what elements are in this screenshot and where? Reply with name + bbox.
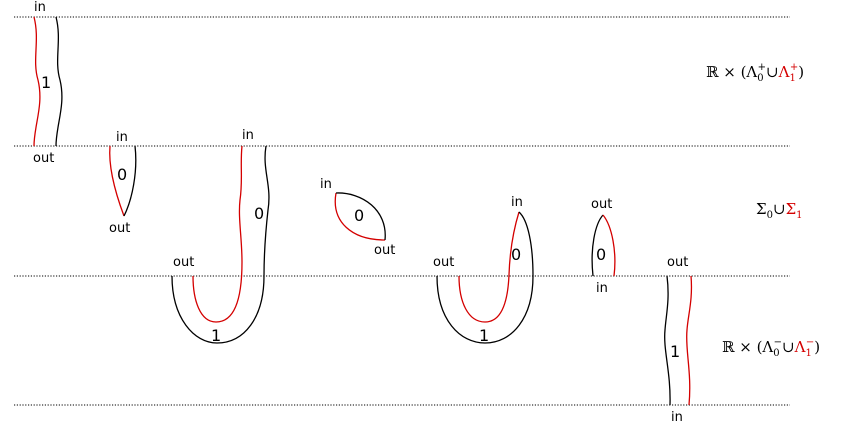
half-disk-b-in-label: in	[320, 177, 332, 192]
strip-bottom-in-label: in	[671, 410, 683, 425]
cup-long-black-edge	[171, 145, 270, 344]
half-disk-c-red-edge	[602, 214, 616, 277]
half-disk-b-index: 0	[354, 206, 364, 225]
top-level-label: ℝ × (Λ0+∪Λ1+)	[706, 62, 804, 84]
cup-long-index-lower: 1	[211, 326, 221, 345]
cup-short-in-label: in	[511, 195, 523, 210]
half-disk-b-red-edge	[334, 192, 386, 241]
strip-bottom-out-label: out	[667, 255, 688, 270]
half-disk-a-out-label: out	[109, 221, 130, 236]
cup-long: in 0 out 1	[171, 128, 270, 345]
half-disk-b-black-edge	[335, 192, 386, 241]
strip-top-out-label: out	[33, 151, 54, 166]
strip-bottom-black-edge	[664, 275, 671, 406]
half-disk-c-out-label: out	[591, 197, 612, 212]
middle-level-label: Σ0∪Σ1	[756, 200, 803, 221]
half-disk-c: out 0 in	[591, 197, 616, 296]
half-disk-c-black-edge	[591, 214, 604, 277]
cup-short-index-upper: 0	[511, 245, 521, 264]
bottom-level-label: ℝ × (Λ0−∪Λ1−)	[722, 337, 820, 359]
half-disk-b-out-label: out	[374, 243, 395, 258]
strip-top-red-edge	[33, 16, 41, 147]
half-disk-c-index: 0	[596, 245, 606, 264]
half-disk-a: in 0 out	[109, 130, 137, 236]
half-disk-a-index: 0	[117, 165, 127, 184]
strip-bottom: out 1 in	[664, 255, 693, 425]
cup-long-out-label: out	[173, 255, 194, 270]
cup-short-red-edge	[458, 211, 520, 323]
cup-long-red-edge	[192, 145, 243, 323]
cup-short: in 0 out 1	[433, 195, 534, 345]
cup-short-black-edge	[436, 211, 534, 344]
strip-top-black-edge	[55, 16, 63, 147]
half-disk-a-in-label: in	[116, 130, 128, 145]
strip-bottom-red-edge	[685, 275, 693, 406]
strip-top-in-label: in	[34, 0, 46, 15]
cup-short-index-lower: 1	[479, 326, 489, 345]
strip-top-index: 1	[41, 73, 51, 92]
half-disk-a-red-edge	[109, 145, 125, 217]
half-disk-c-in-label: in	[596, 281, 608, 296]
cup-short-out-label: out	[433, 255, 454, 270]
half-disk-b: in 0 out	[320, 177, 395, 258]
strip-bottom-index: 1	[670, 342, 680, 361]
cup-long-index-upper: 0	[254, 204, 264, 223]
cup-long-in-label: in	[242, 128, 254, 143]
half-disk-a-black-edge	[123, 145, 137, 217]
strip-top: in 1 out	[33, 0, 63, 166]
